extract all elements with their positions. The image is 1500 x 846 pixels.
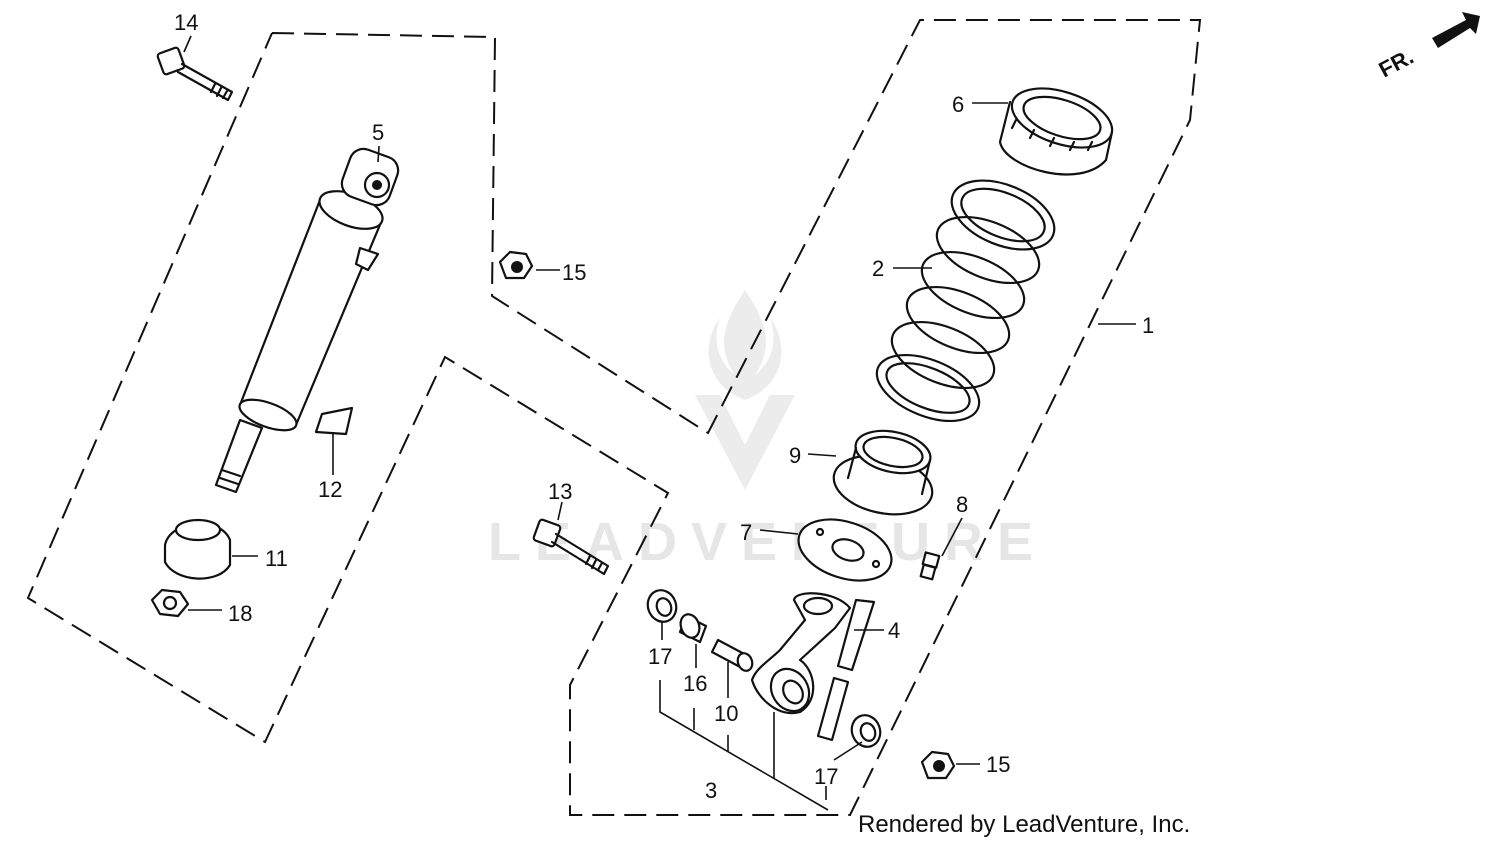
callout-5: 5	[372, 120, 384, 145]
spring-seat-6	[998, 87, 1114, 176]
callout-9: 9	[789, 443, 801, 468]
callout-6: 6	[952, 92, 964, 117]
seal-17-left	[646, 589, 678, 623]
bushing-16	[678, 613, 708, 644]
callout-11: 11	[265, 546, 288, 571]
nut-15-upper	[498, 250, 534, 280]
callout-3: 3	[705, 778, 717, 803]
nut-15-lower	[920, 750, 956, 780]
callouts: 14 5 15 6 2 1 9 7 8 4 12 11 18 13 15 17 …	[174, 10, 1154, 803]
collar-10	[710, 638, 754, 672]
callout-13: 13	[548, 479, 572, 504]
nut-18	[150, 588, 190, 618]
credit-text: Rendered by LeadVenture, Inc.	[858, 811, 1190, 838]
washer-7	[797, 518, 893, 582]
callout-8: 8	[956, 492, 968, 517]
callout-4: 4	[888, 618, 900, 643]
callout-15-lower: 15	[986, 752, 1010, 777]
pivot-pin-4	[816, 598, 876, 742]
watermark: LEADVENTURE	[488, 290, 1047, 572]
seal-17-right	[850, 714, 882, 748]
callout-15-upper: 15	[562, 260, 586, 285]
watermark-text: LEADVENTURE	[488, 512, 1047, 572]
callout-18: 18	[228, 601, 252, 626]
callout-2: 2	[872, 256, 884, 281]
group-outlines	[26, 19, 1202, 816]
spring-seat-9	[832, 429, 934, 516]
bolt-14	[156, 46, 234, 102]
front-arrow-icon	[1432, 12, 1480, 48]
leader-lines	[183, 35, 1136, 811]
callout-12: 12	[318, 477, 342, 502]
callout-17-left: 17	[648, 644, 672, 669]
callout-7: 7	[740, 520, 752, 545]
shock-arm-3	[750, 592, 852, 715]
callout-14: 14	[174, 10, 198, 35]
callout-16: 16	[683, 671, 707, 696]
callout-1: 1	[1142, 313, 1154, 338]
coil-spring-2	[875, 179, 1056, 423]
label-sticker-12	[314, 406, 354, 436]
front-indicator: FR.	[1375, 12, 1480, 82]
bolt-13	[532, 518, 610, 576]
callout-17-right: 17	[814, 764, 838, 789]
callout-10: 10	[714, 701, 738, 726]
rubber-cap-11	[163, 518, 232, 580]
front-label: FR.	[1375, 44, 1418, 83]
shock-absorber-5	[214, 147, 400, 494]
grease-fitting-8	[919, 551, 941, 581]
